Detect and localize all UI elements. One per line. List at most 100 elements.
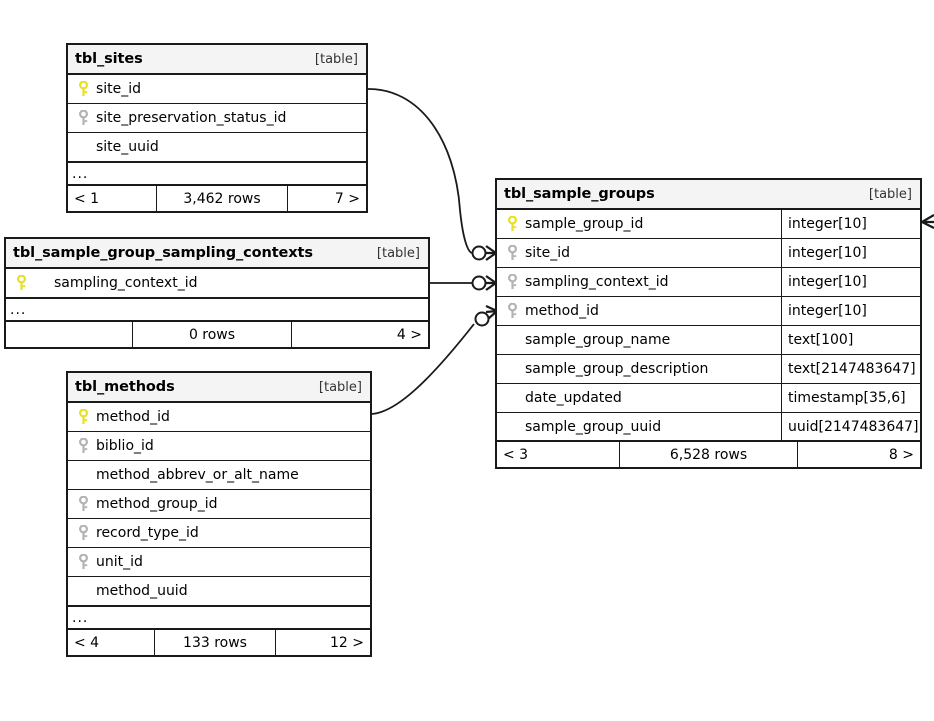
column-row[interactable]: sample_group_name text[100] [497,326,920,355]
column-label: method_abbrev_or_alt_name [96,467,299,483]
column-name-cell: record_type_id [68,519,370,547]
column-name-cell: sampling_context_id [6,269,428,297]
column-type: integer[10] [781,268,920,296]
column-row[interactable]: sampling_context_id integer[10] [497,268,920,297]
foreign-key-icon [74,496,92,512]
column-label: sample_group_name [525,332,671,348]
column-name-cell: method_group_id [68,490,370,518]
entity-header: tbl_sites [table] [68,45,366,75]
entity-header: tbl_sample_groups [table] [497,180,920,210]
column-type: timestamp[35,6] [781,384,920,412]
column-row[interactable]: sample_group_uuid uuid[2147483647] [497,413,920,442]
next-page-button[interactable]: 12 > [330,634,364,651]
column-label: biblio_id [96,438,154,454]
prev-page-button[interactable]: < 3 [503,446,529,463]
column-label: method_id [525,303,599,319]
row-count-label: 3,462 rows [156,186,288,211]
column-name-cell: sample_group_name [497,326,781,354]
column-type: text[2147483647] [781,355,920,383]
column-row[interactable]: record_type_id [68,519,370,548]
foreign-key-icon [503,303,521,319]
entity-title: tbl_methods [75,379,175,395]
column-row[interactable]: biblio_id [68,432,370,461]
primary-key-icon [74,409,92,425]
column-type: integer[10] [781,297,920,325]
entity-tbl-sample-group-sampling-contexts[interactable]: tbl_sample_group_sampling_contexts [tabl… [4,237,430,349]
column-type: uuid[2147483647] [781,413,920,440]
column-label: sample_group_description [525,361,709,377]
entity-footer: < 3 6,528 rows 8 > [497,442,920,467]
column-name-cell: sample_group_uuid [497,413,781,440]
prev-page-button[interactable] [6,322,132,347]
foreign-key-icon [74,554,92,570]
column-row[interactable]: date_updated timestamp[35,6] [497,384,920,413]
column-label: method_uuid [96,583,188,599]
column-row[interactable]: site_preservation_status_id [68,104,366,133]
column-name-cell: method_id [497,297,781,325]
column-label: method_group_id [96,496,218,512]
more-columns-indicator[interactable]: ... [68,162,366,186]
column-name-cell: method_uuid [68,577,370,605]
next-page-button[interactable]: 8 > [888,446,914,463]
foreign-key-icon [74,438,92,454]
column-name-cell: sample_group_id [497,210,781,238]
column-row[interactable]: sample_group_id integer[10] [497,210,920,239]
column-row[interactable]: sample_group_description text[2147483647… [497,355,920,384]
foreign-key-icon [503,245,521,261]
column-label: record_type_id [96,525,199,541]
entity-footer: < 1 3,462 rows 7 > [68,186,366,211]
entity-title: tbl_sample_group_sampling_contexts [13,245,313,261]
entity-tbl-methods[interactable]: tbl_methods [table] method_id [66,371,372,657]
foreign-key-icon [503,274,521,290]
column-row[interactable]: site_id integer[10] [497,239,920,268]
next-page-button[interactable]: 7 > [334,190,360,207]
more-columns-indicator[interactable]: ... [68,606,370,630]
column-row[interactable]: site_uuid [68,133,366,162]
edge-sampling-contexts-sample-groups [430,275,497,291]
more-columns-indicator[interactable]: ... [6,298,428,322]
row-count-label: 0 rows [132,322,292,347]
foreign-key-icon [74,110,92,126]
column-label: site_uuid [96,139,159,155]
column-row[interactable]: site_id [68,75,366,104]
column-name-cell: site_id [68,75,366,103]
column-label: sampling_context_id [54,275,198,291]
column-row[interactable]: method_abbrev_or_alt_name [68,461,370,490]
entity-title: tbl_sites [75,51,143,67]
primary-key-icon [74,81,92,97]
column-row[interactable]: unit_id [68,548,370,577]
entity-title: tbl_sample_groups [504,186,655,202]
entity-header: tbl_methods [table] [68,373,370,403]
entity-kind-label: [table] [314,51,358,67]
column-row[interactable]: method_id [68,403,370,432]
prev-page-button[interactable]: < 4 [74,634,100,651]
column-type: integer[10] [781,210,920,238]
edge-sample-groups-outgoing [921,214,934,229]
foreign-key-icon [74,525,92,541]
column-label: date_updated [525,390,622,406]
column-row[interactable]: sampling_context_id [6,269,428,298]
entity-tbl-sites[interactable]: tbl_sites [table] site_id [66,43,368,213]
column-name-cell: sampling_context_id [497,268,781,296]
entity-tbl-sample-groups[interactable]: tbl_sample_groups [table] sample_group_i… [495,178,922,469]
prev-page-button[interactable]: < 1 [74,190,100,207]
column-name-cell: site_uuid [68,133,366,161]
column-row[interactable]: method_id integer[10] [497,297,920,326]
entity-footer: 0 rows 4 > [6,322,428,347]
entity-footer: < 4 133 rows 12 > [68,630,370,655]
column-label: unit_id [96,554,143,570]
column-name-cell: unit_id [68,548,370,576]
row-count-label: 6,528 rows [619,442,798,467]
next-page-button[interactable]: 4 > [396,326,422,343]
column-name-cell: biblio_id [68,432,370,460]
column-label: site_id [525,245,571,261]
column-type: text[100] [781,326,920,354]
primary-key-icon [12,275,30,291]
entity-kind-label: [table] [376,245,420,261]
column-name-cell: method_abbrev_or_alt_name [68,461,370,489]
column-row[interactable]: method_group_id [68,490,370,519]
column-row[interactable]: method_uuid [68,577,370,606]
column-label: site_id [96,81,142,97]
column-name-cell: sample_group_description [497,355,781,383]
